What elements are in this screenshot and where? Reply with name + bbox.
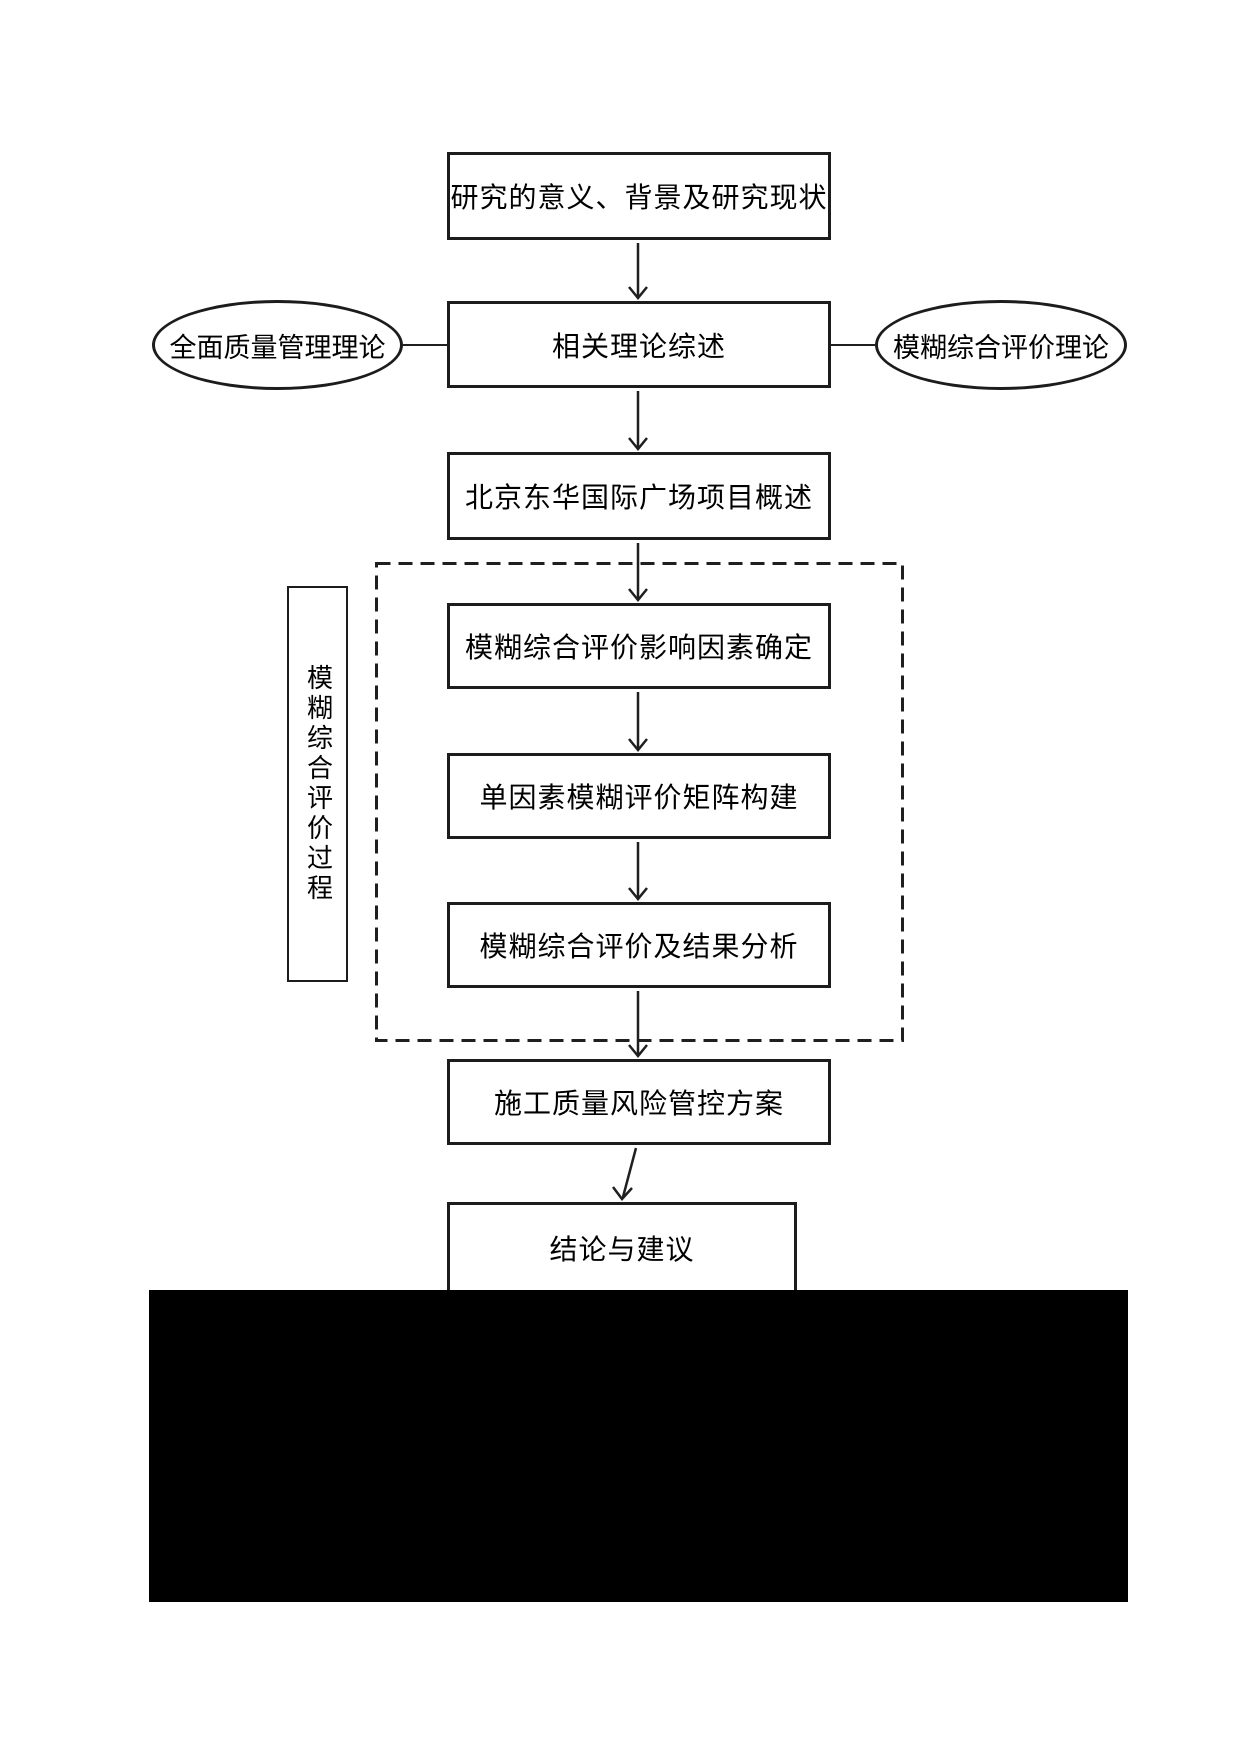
- flow-node-conclusion: 结论与建议: [447, 1202, 797, 1294]
- arrow-factors-to-matrix: [628, 692, 648, 752]
- flow-node-tqm-theory: 全面质量管理理论: [152, 300, 403, 390]
- flow-node-result-analysis: 模糊综合评价及结果分析: [447, 902, 831, 988]
- node-label: 相关理论综述: [551, 329, 726, 363]
- arrow-research-to-theory: [628, 243, 648, 300]
- node-label: 单因素模糊评价矩阵构建: [479, 781, 799, 814]
- arrow-matrix-to-analysis: [628, 842, 648, 901]
- arrow-plan-to-conclusion: [612, 1147, 638, 1201]
- node-label: 研究的意义、背景及研究现状: [450, 181, 828, 214]
- group-label-text: 模糊综合评价过程: [302, 664, 333, 904]
- flow-node-factor-determination: 模糊综合评价影响因素确定: [447, 603, 831, 689]
- flow-node-fuzzy-eval-theory: 模糊综合评价理论: [875, 300, 1127, 390]
- node-label: 全面质量管理理论: [169, 332, 386, 364]
- node-label: 施工质量风险管控方案: [493, 1087, 784, 1120]
- arrow-theory-to-project: [628, 391, 648, 451]
- redacted-region: [149, 1290, 1128, 1602]
- flow-node-matrix-construction: 单因素模糊评价矩阵构建: [447, 753, 831, 839]
- node-label: 结论与建议: [549, 1233, 695, 1266]
- node-label: 北京东华国际广场项目概述: [464, 481, 813, 514]
- flow-node-research-background: 研究的意义、背景及研究现状: [447, 152, 831, 240]
- node-label: 模糊综合评价及结果分析: [479, 930, 799, 963]
- flow-node-theory-review: 相关理论综述: [447, 301, 831, 388]
- arrow-analysis-to-plan: [628, 991, 648, 1058]
- flow-node-project-overview: 北京东华国际广场项目概述: [447, 452, 831, 540]
- node-label: 模糊综合评价理论: [893, 332, 1109, 364]
- flow-node-risk-control-plan: 施工质量风险管控方案: [447, 1059, 831, 1145]
- arrow-project-to-factors: [628, 543, 648, 602]
- node-label: 模糊综合评价影响因素确定: [464, 631, 813, 664]
- flow-group-label-fuzzy-process: 模糊综合评价过程: [287, 586, 348, 982]
